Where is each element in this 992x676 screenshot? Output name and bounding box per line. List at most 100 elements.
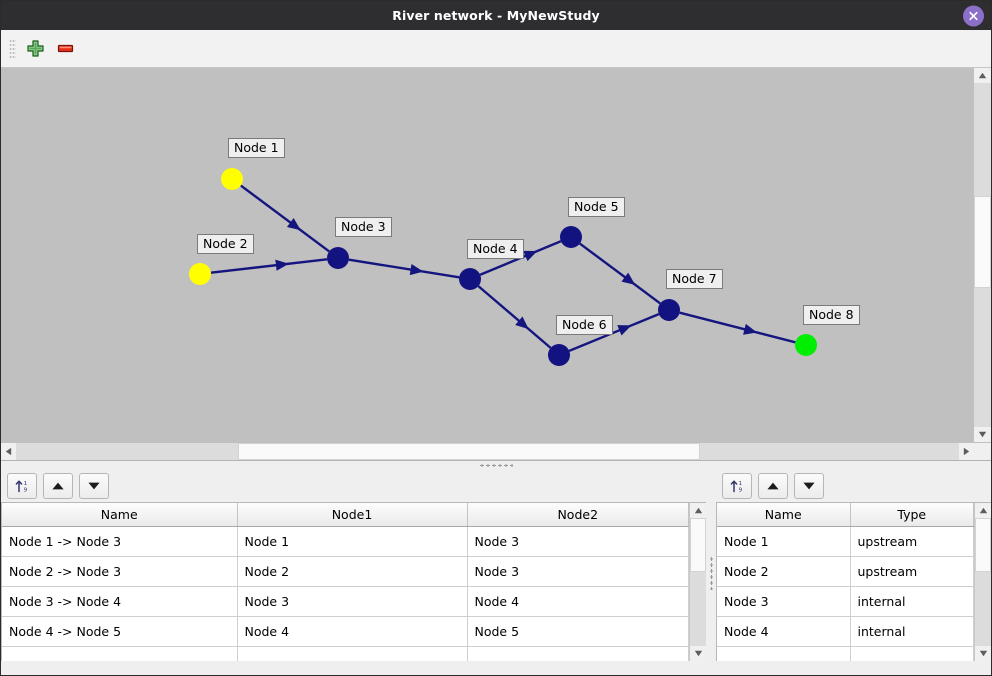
graph-hscroll-track[interactable] [16, 443, 959, 460]
graph-node-node6[interactable] [548, 344, 570, 366]
scroll-down-icon[interactable] [974, 427, 991, 442]
table-cell[interactable]: Node 4 [237, 616, 468, 647]
graph-node-label-node7[interactable]: Node 7 [666, 269, 723, 289]
graph-vscroll-thumb[interactable] [974, 196, 991, 288]
remove-minus-icon[interactable] [50, 34, 80, 64]
column-header-node2[interactable]: Node2 [467, 503, 689, 527]
table-cell[interactable] [237, 646, 468, 661]
move-up-button[interactable] [43, 473, 73, 499]
graph-node-node3[interactable] [327, 247, 349, 269]
edge-Node3-Node4[interactable] [348, 258, 460, 279]
scroll-right-icon[interactable] [959, 443, 974, 460]
graph-node-node7[interactable] [658, 299, 680, 321]
table-cell[interactable]: upstream [850, 526, 974, 557]
graph-node-label-node8[interactable]: Node 8 [803, 305, 860, 325]
column-header-name[interactable]: Name [2, 503, 238, 527]
table-cell[interactable]: Node 5 [467, 616, 689, 647]
nodes-vertical-scrollbar[interactable] [974, 503, 991, 661]
move-down-button[interactable] [794, 473, 824, 499]
add-plus-icon[interactable] [20, 34, 50, 64]
sort-ascending-icon[interactable]: 1 9 [722, 473, 752, 499]
graph-horizontal-scrollbar[interactable] [1, 442, 991, 460]
reaches-vscroll-thumb[interactable] [690, 518, 706, 572]
reaches-table-row-empty[interactable] [2, 646, 689, 661]
table-cell[interactable]: internal [850, 586, 974, 617]
edge-Node4-Node6[interactable] [477, 285, 552, 349]
horizontal-splitter[interactable] [1, 460, 991, 470]
table-cell[interactable]: Node 4 -> Node 5 [2, 616, 238, 647]
graph-hscroll-thumb[interactable] [238, 443, 700, 460]
table-cell[interactable]: Node 4 [717, 616, 851, 647]
graph-vscroll-track[interactable] [974, 83, 991, 427]
graph-node-label-node3[interactable]: Node 3 [335, 217, 392, 237]
table-cell[interactable]: internal [850, 616, 974, 647]
graph-vertical-scrollbar[interactable] [973, 68, 991, 442]
scroll-down-icon[interactable] [690, 646, 706, 661]
graph-node-node5[interactable] [560, 226, 582, 248]
sort-ascending-icon[interactable]: 1 9 [7, 473, 37, 499]
move-down-button[interactable] [79, 473, 109, 499]
table-cell[interactable]: Node 3 [237, 586, 468, 617]
reaches-vscroll-track[interactable] [690, 518, 706, 646]
graph-node-label-node5[interactable]: Node 5 [568, 197, 625, 217]
edge-Node2-Node3[interactable] [210, 258, 328, 274]
table-cell[interactable]: Node 1 [717, 526, 851, 557]
graph-node-label-node6[interactable]: Node 6 [556, 315, 613, 335]
toolbar-grip[interactable] [9, 38, 16, 59]
scroll-up-icon[interactable] [975, 503, 991, 518]
reaches-vertical-scrollbar[interactable] [689, 503, 706, 661]
graph-node-node1[interactable] [221, 168, 243, 190]
scroll-up-icon[interactable] [974, 68, 991, 83]
table-cell[interactable]: Node 1 [237, 526, 468, 557]
table-cell[interactable]: Node 2 [717, 556, 851, 587]
column-header-type[interactable]: Type [850, 503, 974, 527]
column-header-name[interactable]: Name [717, 503, 851, 527]
graph-node-label-node4[interactable]: Node 4 [467, 239, 524, 259]
table-cell[interactable] [2, 646, 238, 661]
table-cell[interactable]: Node 2 [237, 556, 468, 587]
scroll-down-icon[interactable] [975, 646, 991, 661]
graph-node-node4[interactable] [459, 268, 481, 290]
table-cell[interactable] [850, 646, 974, 661]
column-header-node1[interactable]: Node1 [237, 503, 468, 527]
nodes-vscroll-thumb[interactable] [975, 518, 991, 572]
edge-Node1-Node3[interactable] [240, 184, 330, 253]
edge-Node5-Node7[interactable] [579, 242, 661, 305]
table-cell[interactable]: upstream [850, 556, 974, 587]
network-diagram-canvas[interactable]: Node 1 Node 2 Node 3 Node 4 Node 5 Node 6 Node… [1, 68, 973, 442]
edge-Node6-Node7[interactable] [568, 313, 660, 352]
edge-Node7-Node8[interactable] [679, 311, 796, 344]
nodes-table-row-empty[interactable] [717, 646, 974, 661]
close-icon[interactable] [963, 5, 984, 26]
nodes-vscroll-track[interactable] [975, 518, 991, 646]
table-cell[interactable]: Node 3 [467, 526, 689, 557]
table-cell[interactable]: Node 3 -> Node 4 [2, 586, 238, 617]
graph-node-label-node2[interactable]: Node 2 [197, 234, 254, 254]
scroll-left-icon[interactable] [1, 443, 16, 460]
move-up-button[interactable] [758, 473, 788, 499]
graph-node-node8[interactable] [795, 334, 817, 356]
table-cell[interactable] [467, 646, 689, 661]
graph-node-label-node1[interactable]: Node 1 [228, 138, 285, 158]
table-cell[interactable]: Node 2 -> Node 3 [2, 556, 238, 587]
scroll-up-icon[interactable] [690, 503, 706, 518]
table-cell[interactable]: Node 4 [467, 586, 689, 617]
table-cell[interactable] [717, 646, 851, 661]
table-cell[interactable]: Node 3 [717, 586, 851, 617]
